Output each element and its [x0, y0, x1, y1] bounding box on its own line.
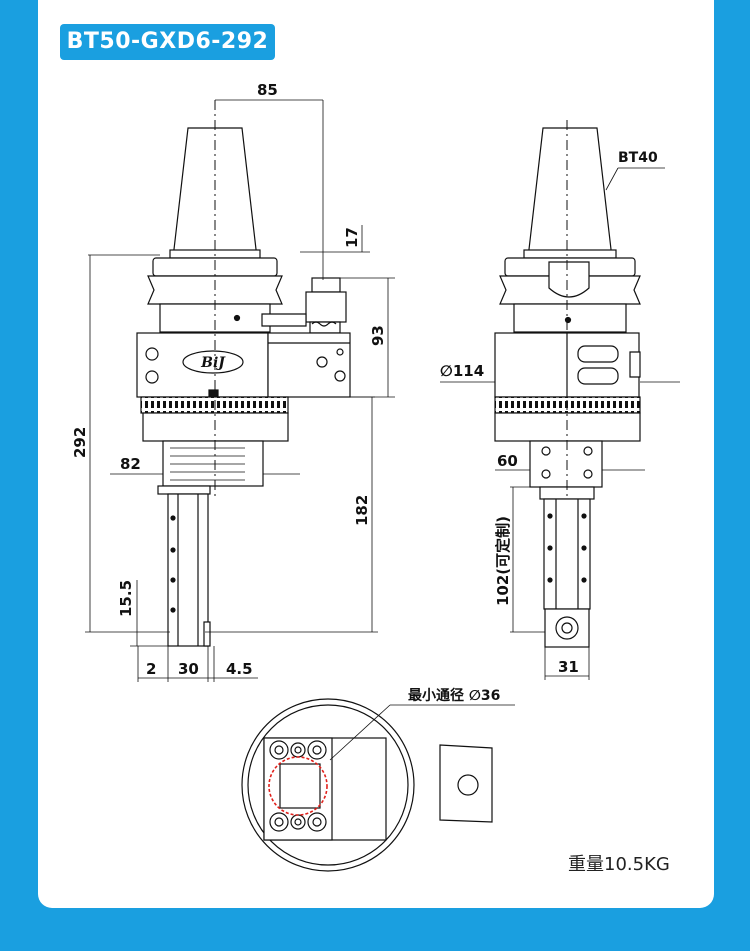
right-dimension-labels: BT40 ∅114 60 102(可定制) 31 — [440, 150, 658, 676]
dim-31: 31 — [558, 658, 579, 676]
left-dimension-labels: 85 17 93 292 82 182 15.5 2 30 4.5 BiJ — [71, 81, 387, 678]
dim-102: 102(可定制) — [494, 516, 512, 606]
right-view — [494, 127, 641, 648]
min-bore-label: 最小通径 ∅36 — [408, 687, 500, 704]
min-bore-circle — [268, 756, 328, 816]
dim-292: 292 — [71, 427, 89, 458]
dim-4-5: 4.5 — [226, 660, 253, 678]
dim-17: 17 — [343, 227, 361, 248]
dim-82: 82 — [120, 455, 141, 473]
dim-2: 2 — [146, 660, 156, 678]
dim-85: 85 — [257, 81, 278, 99]
bottom-leader-line — [329, 704, 515, 761]
dim-182: 182 — [353, 495, 371, 526]
left-view — [136, 127, 351, 647]
dim-30: 30 — [178, 660, 199, 678]
bottom-view — [241, 698, 493, 872]
title-tab: BT50-GXD6-292 — [60, 24, 275, 60]
dim-114: ∅114 — [440, 362, 484, 380]
weight-label: 重量10.5KG — [568, 854, 670, 875]
page-title: BT50-GXD6-292 — [66, 29, 269, 54]
left-dimension-lines — [85, 99, 395, 682]
bij-logo: BiJ — [200, 355, 226, 371]
bt40-label: BT40 — [618, 150, 658, 166]
dim-93: 93 — [369, 325, 387, 346]
dim-15-5: 15.5 — [117, 580, 135, 617]
dim-60: 60 — [497, 452, 518, 470]
right-dimension-lines — [440, 167, 680, 680]
